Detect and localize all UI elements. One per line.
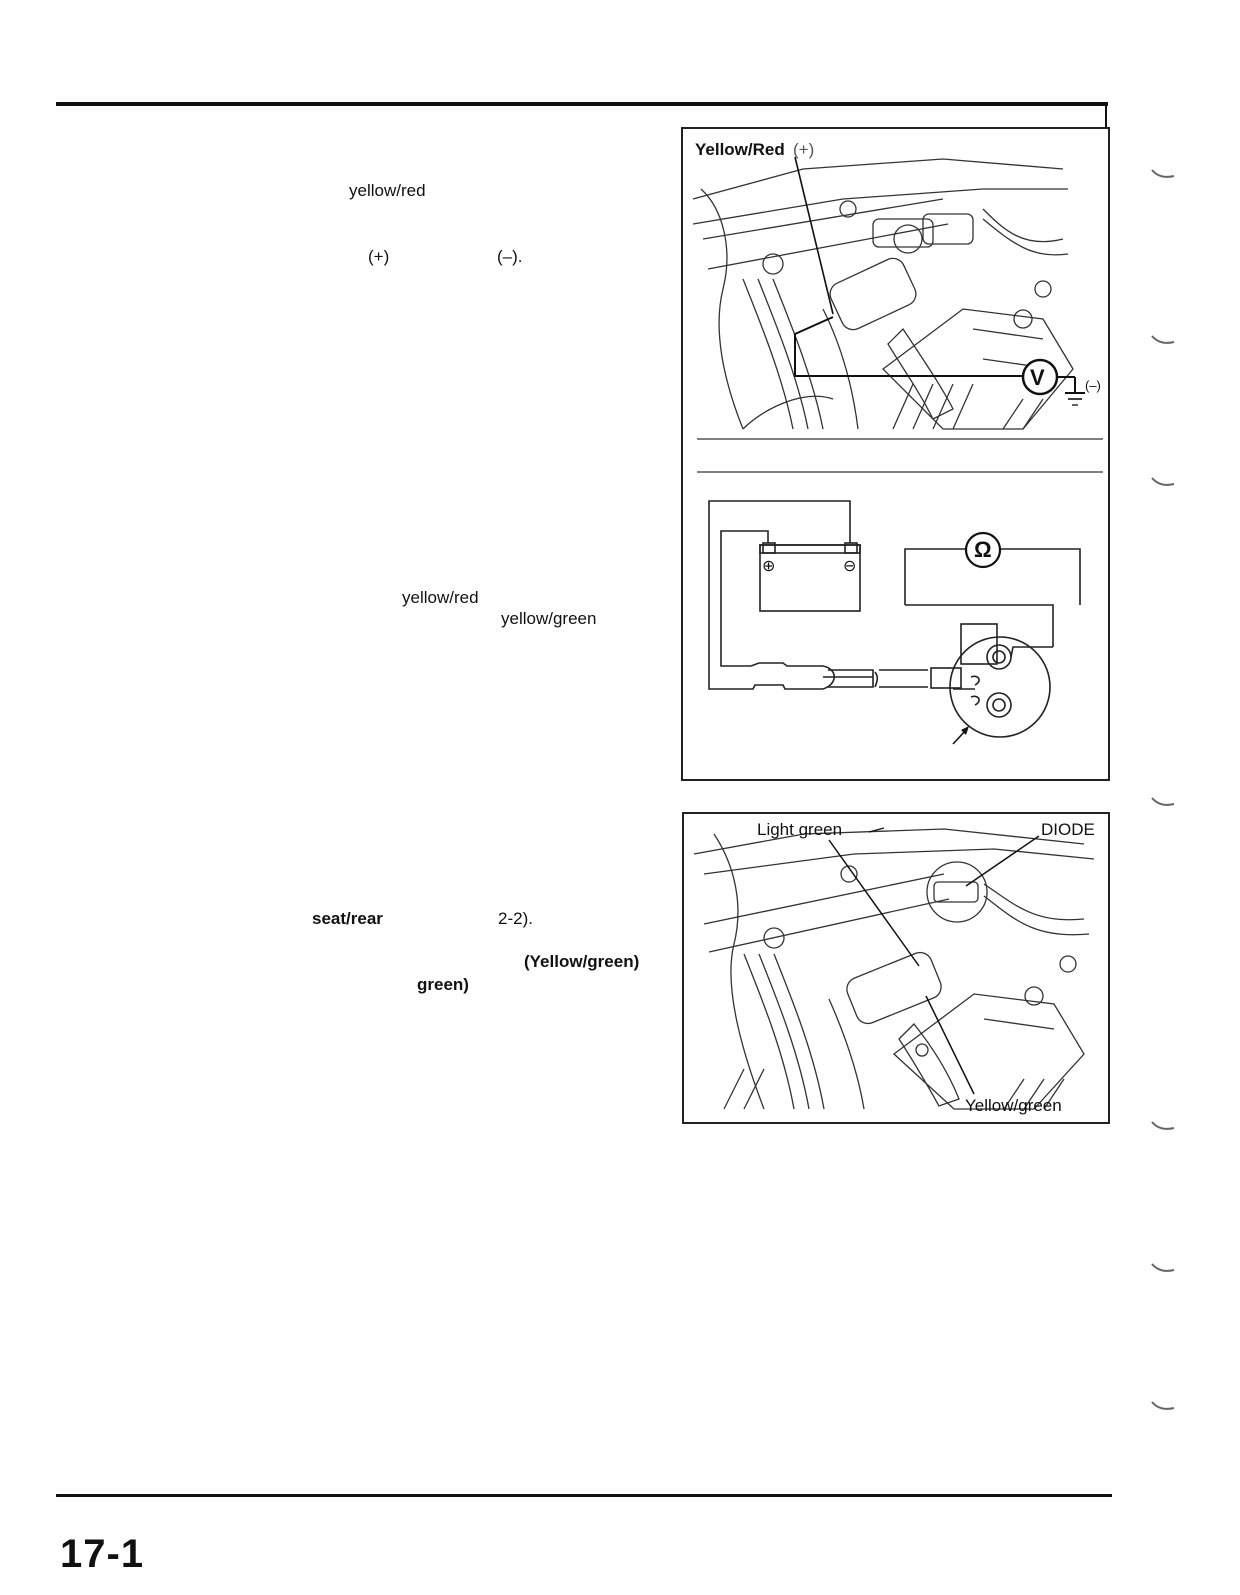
text-fragment: (Yellow/green)	[524, 952, 640, 971]
text-fragment: 2-2).	[498, 909, 533, 928]
text-fragment: (–).	[497, 247, 523, 266]
voltmeter-symbol: V	[1030, 365, 1045, 390]
wire-label-yellow-red: Yellow/Red	[695, 140, 785, 159]
figure-diode-location: Light green DIODE Yellow/green	[682, 812, 1110, 1124]
wire-label-yellow-green: Yellow/green	[965, 1096, 1062, 1115]
side-tab-mark	[1151, 169, 1175, 178]
text-fragment: green)	[417, 975, 469, 994]
text-fragment: yellow/green	[501, 609, 597, 628]
side-tab-mark	[1151, 1121, 1175, 1130]
page-number: 17-1	[60, 1532, 145, 1576]
text-fragment: seat/rear	[312, 909, 383, 928]
footer-rule	[56, 1494, 1112, 1497]
wire-label-light-green: Light green	[757, 820, 843, 839]
side-tab-mark	[1151, 1401, 1175, 1410]
header-rule-end	[1105, 102, 1107, 128]
header-rule	[56, 102, 1108, 106]
side-tab-mark	[1151, 477, 1175, 486]
side-tab-mark	[1151, 335, 1175, 344]
battery-positive-terminal: ⊕	[762, 558, 776, 575]
text-fragment: yellow/red	[402, 588, 479, 607]
figure-voltage-and-continuity: Yellow/Red (+) V (–) Ω ⊕ ⊖	[681, 127, 1110, 781]
text-fragment: (+)	[368, 247, 390, 266]
component-label-diode: DIODE	[1041, 820, 1095, 839]
battery-negative-terminal: ⊖	[843, 558, 857, 575]
figure-1-illustration	[692, 156, 1103, 745]
figure-3-illustration	[693, 827, 1095, 1110]
side-tab-mark	[1151, 797, 1175, 806]
side-tab-mark	[1151, 1263, 1175, 1272]
text-fragment: yellow/red	[349, 181, 426, 200]
ohmmeter-symbol: Ω	[974, 537, 992, 562]
ground-polarity-negative: (–)	[1085, 378, 1101, 393]
wire-label-polarity-positive: (+)	[793, 140, 815, 159]
